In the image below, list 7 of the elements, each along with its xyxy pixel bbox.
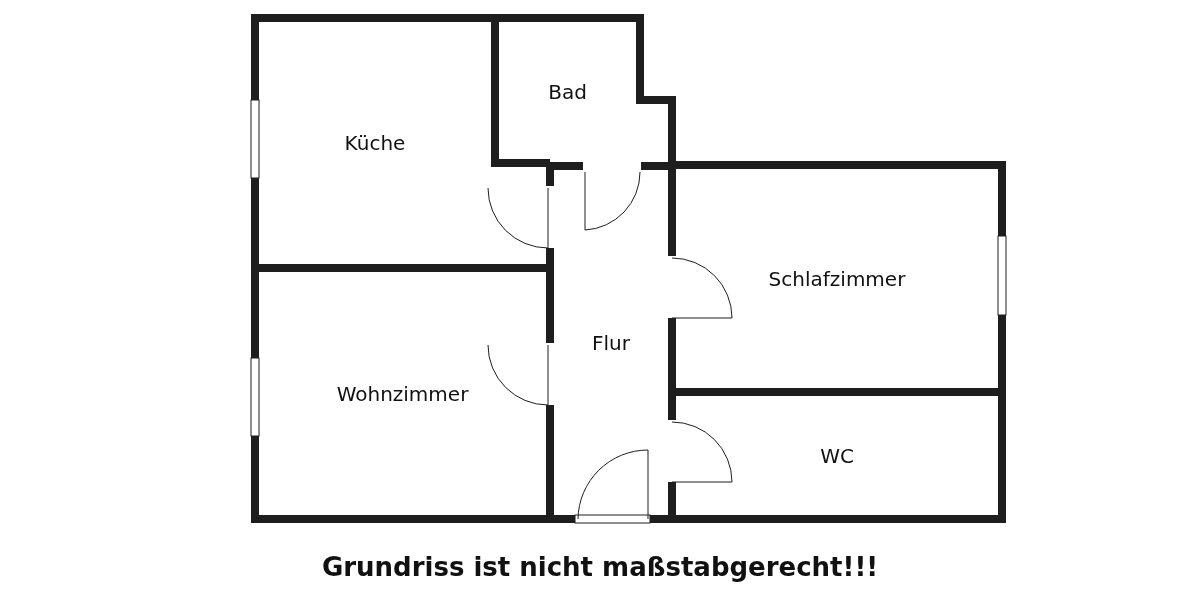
room-label: Flur	[592, 329, 630, 357]
room-label: Wohnzimmer	[336, 380, 469, 408]
room-label: WC	[820, 442, 854, 470]
room-label: Küche	[344, 130, 406, 157]
caption: Grundriss ist nicht maßstabgerecht!!!	[321, 551, 879, 584]
room-label: Bad	[548, 79, 587, 106]
room-label: Schlafzimmer	[768, 265, 906, 293]
